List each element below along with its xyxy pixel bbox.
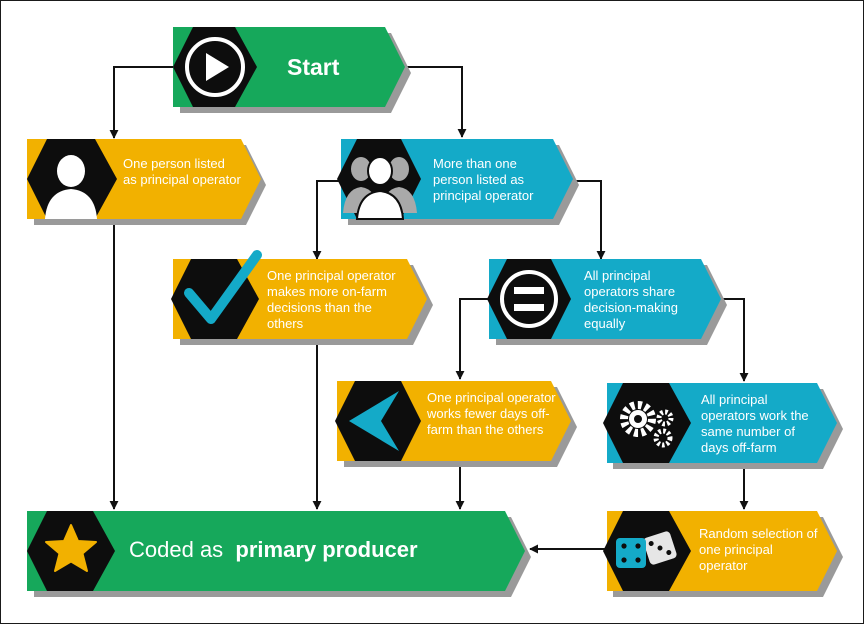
less-than-icon <box>349 391 399 451</box>
multiple-persons-label: More than one person listed as principal… <box>433 156 534 203</box>
same-days-label: All principal operators work the same nu… <box>701 392 809 455</box>
result-banner <box>27 511 525 591</box>
gears-icon <box>620 401 674 448</box>
play-icon <box>185 37 245 97</box>
random-selection-node <box>603 511 843 597</box>
start-label: Start <box>287 54 340 80</box>
one-person-label: One person listed as principal operator <box>123 156 241 187</box>
one-person-node <box>27 139 266 225</box>
checkmark-icon <box>184 250 262 324</box>
fewer-days-node <box>335 381 577 467</box>
result-prefix: Coded as <box>129 537 224 562</box>
connector-share-to-same-days <box>721 298 749 382</box>
result-node <box>27 511 531 597</box>
group-people-icon <box>343 156 417 220</box>
fewer-days-label: One principal operator works fewer days … <box>427 390 556 437</box>
result-emphasis: primary producer <box>235 537 418 562</box>
random-selection-label: Random selection of one principal operat… <box>699 526 818 573</box>
one-decides-more-node <box>171 250 433 345</box>
start-node <box>173 27 411 113</box>
connector-multiple-to-share <box>569 180 606 260</box>
connectors <box>109 66 749 554</box>
dice-icon <box>616 531 677 568</box>
one-decides-more-label: One principal operator makes more on-far… <box>267 268 396 331</box>
single-person-icon <box>45 155 97 219</box>
result-label: Coded as primary producer <box>129 537 418 563</box>
same-days-node <box>603 383 843 469</box>
star-icon <box>45 524 97 572</box>
connector-start-to-one-person <box>109 66 173 139</box>
connector-share-to-fewer-days <box>455 298 489 380</box>
share-equally-node <box>487 259 727 345</box>
multiple-persons-node <box>337 139 579 225</box>
equals-icon <box>500 270 558 328</box>
share-equally-label: All principal operators share decision-m… <box>584 268 678 331</box>
connector-multiple-to-one-decides <box>312 180 341 260</box>
connector-start-to-multiple <box>405 66 467 138</box>
